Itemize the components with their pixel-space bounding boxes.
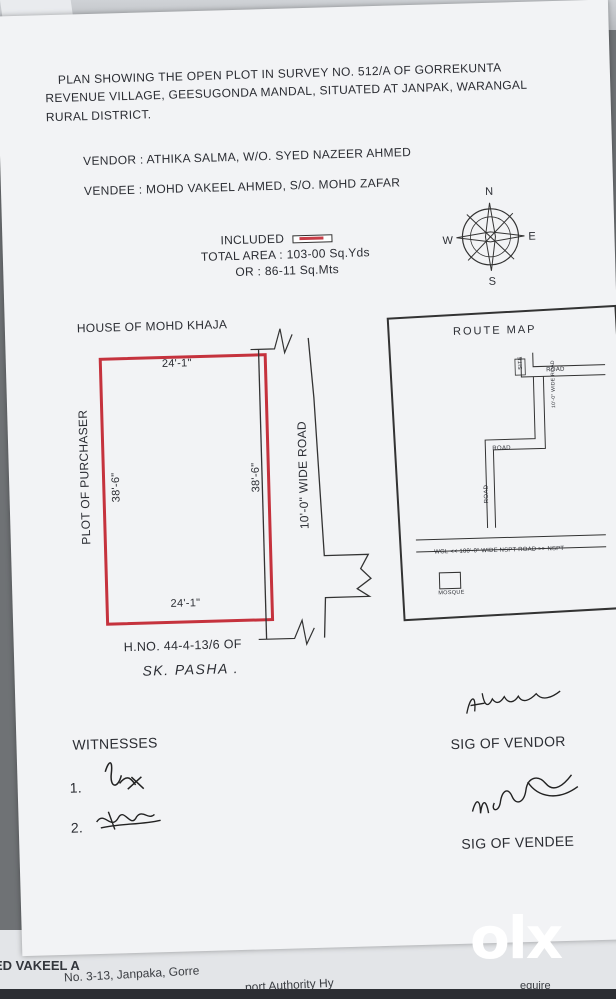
total-area: TOTAL AREA : 103-00 Sq.Yds xyxy=(200,245,371,264)
witness-1-label: 1. xyxy=(69,779,83,796)
witness-2-signature xyxy=(96,811,161,830)
compass-s: S xyxy=(489,276,497,288)
route-road-label: ROAD xyxy=(483,484,491,504)
watermark-brand: OLX xyxy=(470,904,563,972)
compass-n: N xyxy=(485,186,493,198)
dimension-left: 38'-6" xyxy=(109,472,123,503)
witness-1-signature xyxy=(104,762,145,790)
compass-rose-icon: N S E W xyxy=(442,186,536,288)
plot-outline xyxy=(98,353,275,626)
mosque-marker xyxy=(438,571,462,590)
title-line: RURAL DISTRICT. xyxy=(45,107,152,125)
included-label: INCLUDED xyxy=(220,231,285,248)
plan-document: PLAN SHOWING THE OPEN PLOT IN SURVEY NO.… xyxy=(0,0,616,956)
total-area-metric: OR : 86-11 Sq.Mts xyxy=(235,262,340,279)
olx-watermark-logo: OLX xyxy=(470,904,563,972)
sig-vendor-label: SIG OF VENDOR xyxy=(450,732,566,753)
north-boundary-label: HOUSE OF MOHD KHAJA xyxy=(76,317,228,336)
west-boundary-label: PLOT OF PURCHASER xyxy=(75,409,94,545)
road-outline xyxy=(250,328,372,647)
route-map-roads xyxy=(415,352,607,553)
mosque-label: MOSQUE xyxy=(438,589,465,597)
underlying-text: ED VAKEEL A xyxy=(0,958,80,973)
witnesses-heading: WITNESSES xyxy=(72,734,158,753)
dimension-top: 24'-1" xyxy=(161,357,192,371)
bottom-dark-strip xyxy=(0,989,616,999)
route-road-label: ROAD xyxy=(492,445,512,452)
south-owner-label: SK. PASHA . xyxy=(142,660,240,679)
included-legend-swatch xyxy=(292,234,333,244)
compass-e: E xyxy=(528,231,536,243)
witness-2-label: 2. xyxy=(70,819,84,836)
vendor-line: VENDOR : ATHIKA SALMA, W/O. SYED NAZEER … xyxy=(82,145,412,169)
vendee-line: VENDEE : MOHD VAKEEL AHMED, S/O. MOHD ZA… xyxy=(83,175,401,199)
south-boundary-label: H.NO. 44-4-13/6 OF xyxy=(123,636,242,655)
vendor-signature xyxy=(466,690,561,714)
sig-vendee-label: SIG OF VENDEE xyxy=(461,832,575,852)
dimension-bottom: 24'-1" xyxy=(170,597,201,610)
vendee-signature xyxy=(471,774,579,814)
compass-w: W xyxy=(442,235,453,247)
route-site-label: SITE xyxy=(517,356,524,370)
